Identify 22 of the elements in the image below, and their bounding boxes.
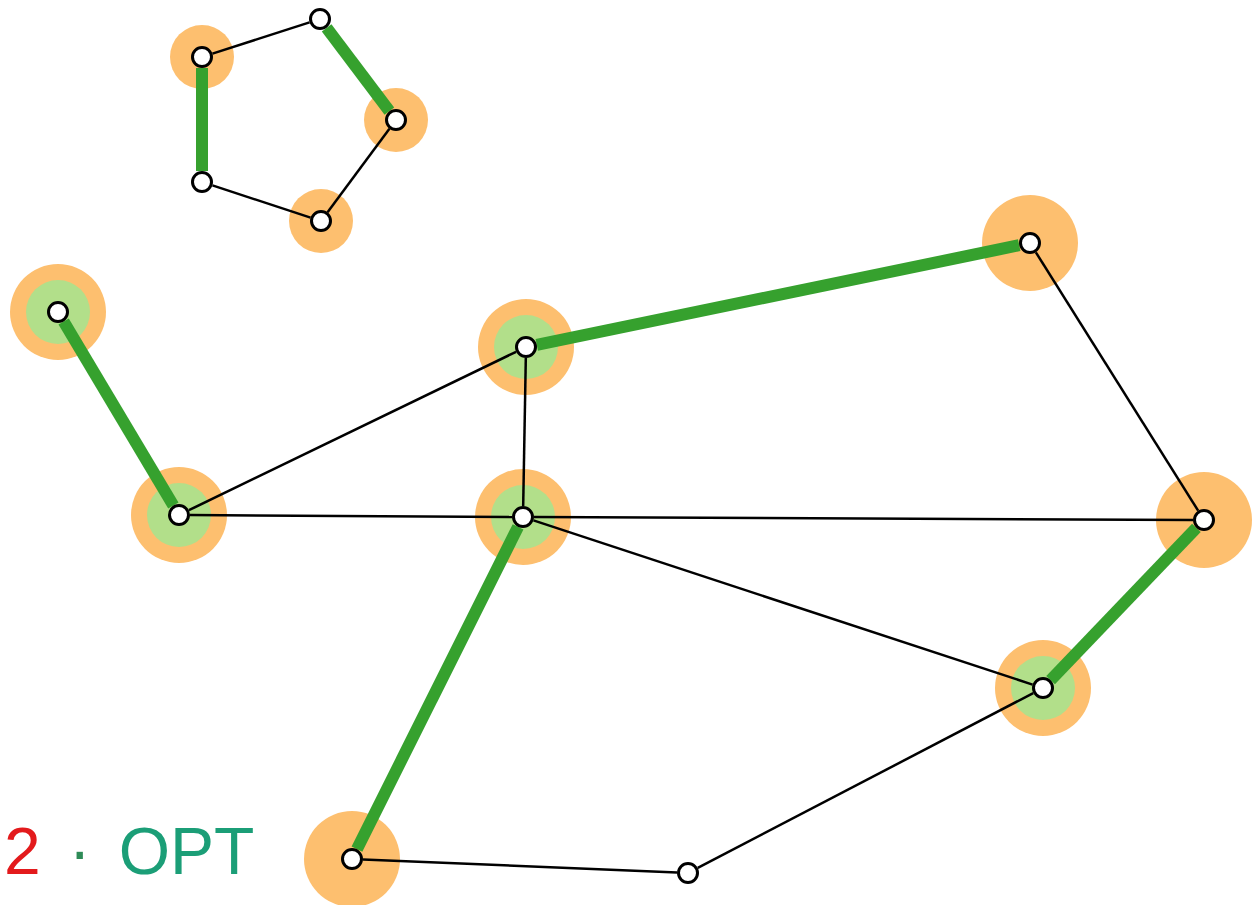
edge bbox=[534, 515, 1193, 522]
graph-vertex bbox=[677, 862, 699, 884]
thick-edge bbox=[351, 524, 524, 852]
edge bbox=[697, 691, 1034, 870]
edge bbox=[362, 858, 678, 874]
label-text: OPT bbox=[118, 818, 255, 884]
edge bbox=[212, 184, 311, 219]
edge bbox=[190, 513, 512, 519]
edge bbox=[212, 21, 310, 55]
label-text: 2 bbox=[4, 818, 41, 884]
thick-edge bbox=[535, 239, 1021, 351]
edge bbox=[326, 128, 391, 213]
thick-edge bbox=[1046, 523, 1201, 685]
label-text: · bbox=[68, 818, 91, 884]
graph-vertex bbox=[191, 171, 213, 193]
thick-edge bbox=[196, 68, 208, 171]
edge bbox=[188, 350, 517, 512]
graph-vertex bbox=[309, 8, 331, 30]
thick-edge bbox=[321, 24, 395, 115]
edge bbox=[521, 357, 528, 507]
edge bbox=[533, 519, 1033, 686]
edge bbox=[1034, 251, 1200, 512]
